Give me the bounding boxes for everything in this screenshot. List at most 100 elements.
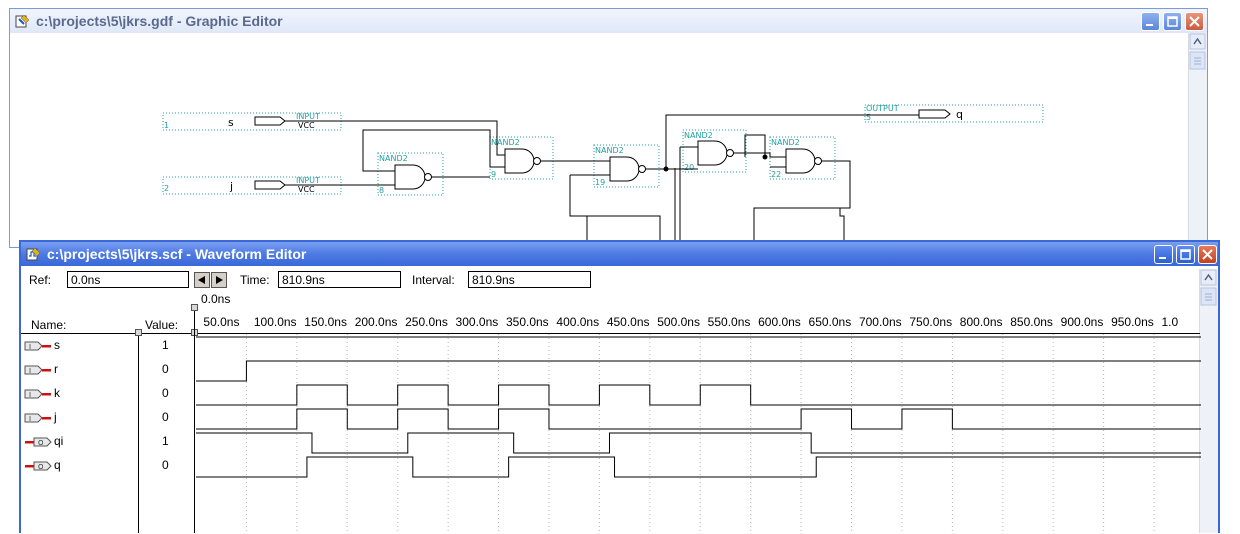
svg-text:O: O <box>38 463 44 471</box>
schematic-canvas[interactable]: 1 2 5 s j q INPUT VCC INPUT VCC OUTPUT N… <box>10 33 1180 248</box>
gate-index: 19 <box>595 178 605 187</box>
waveform-editor-window: c:\projects\5\jkrs.scf - Waveform Editor… <box>19 240 1220 534</box>
name-column-header: Name: <box>31 318 67 332</box>
junction-dot <box>762 154 768 160</box>
maximize-icon <box>1180 249 1191 260</box>
column-resize-handle[interactable] <box>135 329 142 336</box>
pin-type: INPUT <box>296 112 320 121</box>
signal-name[interactable]: r <box>54 362 58 376</box>
time-tick-label: 250.0ns <box>405 315 448 329</box>
minimize-icon <box>1159 257 1166 259</box>
value-column-header: Value: <box>145 318 179 332</box>
graphic-editor-scrollbar[interactable] <box>1188 33 1207 247</box>
pin-index: 5 <box>866 113 871 122</box>
time-tick-label: 150.0ns <box>304 315 347 329</box>
cursor-time-label: 0.0ns <box>201 292 231 306</box>
input-pin-icon: I <box>24 389 51 399</box>
pin-index: 2 <box>164 184 169 193</box>
gate-index: 8 <box>379 186 384 195</box>
time-tick-label: 500.0ns <box>657 315 700 329</box>
time-tick-label: 550.0ns <box>707 315 751 329</box>
close-icon <box>1189 16 1200 27</box>
signal-name[interactable]: k <box>54 386 60 400</box>
header-divider <box>21 333 1200 334</box>
arrow-right-icon <box>216 276 223 284</box>
wires <box>285 114 919 246</box>
graphic-editor-window: c:\projects\5\jkrs.gdf - Graphic Editor … <box>9 8 1208 248</box>
scroll-up-icon[interactable] <box>1189 33 1207 73</box>
signal-value: 0 <box>162 386 169 400</box>
nand-bubble <box>726 149 734 157</box>
waveform-j[interactable] <box>196 408 1201 430</box>
maximize-button[interactable] <box>1163 12 1182 31</box>
nand-bubble <box>814 157 822 165</box>
input-pin-symbol <box>254 116 286 126</box>
time-cursor-line[interactable] <box>194 304 195 533</box>
nand-gate <box>697 140 728 166</box>
minimize-button[interactable] <box>1141 12 1160 31</box>
time-tick-label: 450.0ns <box>606 315 650 329</box>
maximize-icon <box>1167 16 1178 27</box>
graphic-editor-titlebar[interactable]: c:\projects\5\jkrs.gdf - Graphic Editor <box>10 9 1207 33</box>
waveform-canvas[interactable] <box>196 334 1201 534</box>
nand-bubble <box>638 165 646 173</box>
signal-value: 0 <box>162 410 169 424</box>
nand-gate <box>394 164 426 190</box>
signal-value: 0 <box>162 458 169 472</box>
ref-field[interactable]: 0.0ns <box>67 271 189 288</box>
interval-field[interactable]: 810.9ns <box>468 271 591 288</box>
time-label: Time: <box>240 273 270 287</box>
nand-bubble <box>533 157 541 165</box>
time-tick-label: 900.0ns <box>1060 315 1104 329</box>
waveform-q[interactable] <box>196 456 1201 478</box>
time-tick-label: 700.0ns <box>858 315 902 329</box>
time-tick-label: 650.0ns <box>808 315 852 329</box>
input-pin-icon: I <box>24 413 51 423</box>
nand-gate <box>609 156 640 182</box>
waveform-editor-titlebar[interactable]: c:\projects\5\jkrs.scf - Waveform Editor <box>21 242 1218 266</box>
next-transition-button[interactable] <box>211 272 227 288</box>
output-pin-icon: O <box>25 437 52 447</box>
time-tick-label: 300.0ns <box>455 315 499 329</box>
gate-label: NAND2 <box>595 146 624 155</box>
minimize-button[interactable] <box>1154 245 1173 264</box>
waveform-editor-app-icon <box>26 247 41 261</box>
time-tick-label: 100.0ns <box>253 315 297 329</box>
close-icon <box>1202 249 1213 260</box>
waveform-editor-scrollbar[interactable] <box>1199 269 1218 533</box>
input-pin-icon: I <box>24 365 51 375</box>
time-field[interactable]: 810.9ns <box>278 271 401 288</box>
prev-transition-button[interactable] <box>194 272 210 288</box>
svg-text:I: I <box>29 391 31 399</box>
pin-sub: VCC <box>298 121 315 130</box>
pin-name: q <box>956 108 963 121</box>
svg-text:I: I <box>29 367 31 375</box>
waveform-r[interactable] <box>196 360 1201 382</box>
close-button[interactable] <box>1198 245 1217 264</box>
signal-name[interactable]: qi <box>54 434 64 448</box>
name-value-divider[interactable] <box>138 333 139 533</box>
gate-label: NAND2 <box>379 154 408 163</box>
waveform-editor-title: c:\projects\5\jkrs.scf - Waveform Editor <box>47 246 307 262</box>
signal-name[interactable]: q <box>54 458 61 472</box>
ref-label: Ref: <box>29 273 52 287</box>
scroll-up-icon[interactable] <box>1200 269 1218 309</box>
signal-name[interactable]: j <box>54 410 57 424</box>
nand-gate <box>785 148 816 174</box>
maximize-button[interactable] <box>1176 245 1195 264</box>
time-tick-label: 750.0ns <box>909 315 953 329</box>
output-pin-symbol <box>918 109 951 119</box>
time-cursor-handle[interactable] <box>191 304 198 311</box>
time-tick-label: 400.0ns <box>556 315 600 329</box>
waveform-k[interactable] <box>196 384 1201 406</box>
time-tick-label: 1.0 <box>1161 315 1179 329</box>
junction-dot <box>663 166 669 172</box>
interval-label: Interval: <box>412 273 455 287</box>
close-button[interactable] <box>1185 12 1204 31</box>
time-tick-label: 850.0ns <box>1010 315 1053 329</box>
waveform-qi[interactable] <box>196 432 1201 454</box>
output-pin-icon: O <box>25 461 52 471</box>
graphic-editor-title: c:\projects\5\jkrs.gdf - Graphic Editor <box>36 13 283 29</box>
time-tick-label: 600.0ns <box>758 315 801 329</box>
signal-name[interactable]: s <box>54 338 60 352</box>
